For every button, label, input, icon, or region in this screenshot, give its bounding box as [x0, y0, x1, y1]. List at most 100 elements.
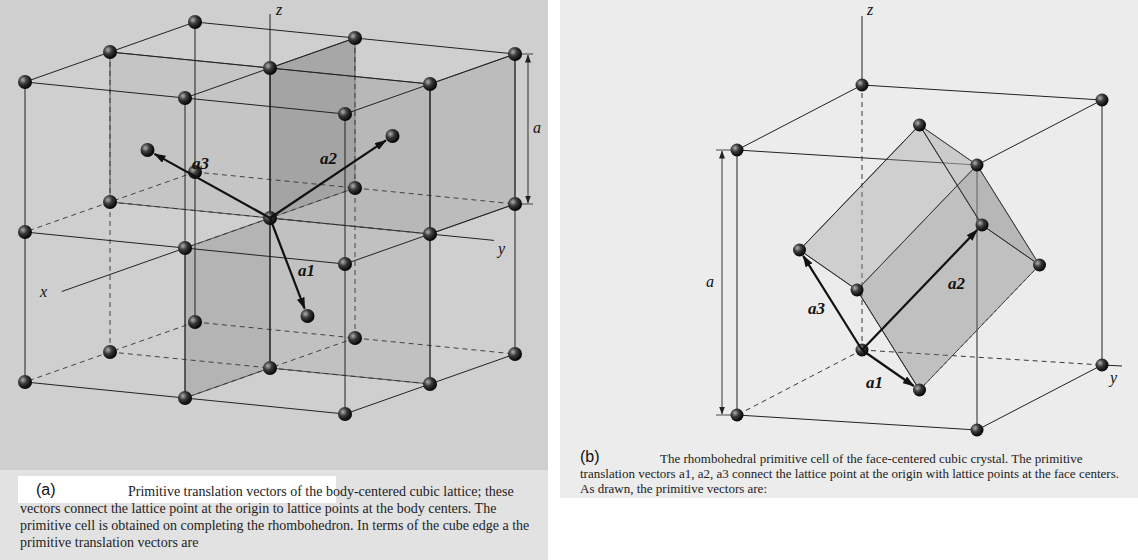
cube-edge — [110, 352, 270, 368]
figure-caption: The rhombohedral primitive cell of the f… — [580, 451, 1128, 496]
lattice-point — [338, 257, 352, 271]
panel-tag: (a) — [36, 482, 56, 498]
lattice-point — [263, 61, 277, 75]
cube-edge — [355, 38, 356, 188]
primitive-vector — [803, 256, 862, 350]
lattice-point — [338, 107, 352, 121]
cube-edge — [25, 232, 185, 248]
lattice-point — [178, 91, 192, 105]
figure-caption: Primitive translation vectors of the bod… — [20, 483, 540, 551]
cube-edge — [515, 54, 516, 204]
vector-label: a3 — [808, 300, 825, 317]
cube-edge — [110, 52, 270, 68]
cube-edge — [185, 248, 186, 398]
lattice-point — [348, 331, 362, 345]
caption-background — [0, 470, 548, 560]
lattice-point — [103, 45, 117, 59]
cube-edge — [430, 84, 431, 234]
vector-label: a1 — [866, 374, 883, 391]
cube-edge — [430, 54, 515, 84]
cube-edge — [195, 172, 355, 188]
cube-edge — [25, 82, 26, 232]
lattice-point — [423, 227, 437, 241]
extension-line — [716, 150, 733, 151]
cube-edge — [110, 52, 111, 202]
cube-edge — [270, 68, 271, 218]
cube-edge — [25, 202, 110, 232]
primitive-vector — [862, 230, 977, 350]
lattice-point — [1096, 94, 1109, 107]
cube-edge — [355, 38, 515, 54]
cube-edge — [195, 322, 355, 338]
z-axis — [270, 14, 271, 68]
lattice-point — [913, 119, 926, 132]
cube-edge — [185, 98, 345, 114]
axis-label: z — [276, 2, 282, 18]
cube-edge — [977, 365, 1102, 430]
shaded-plane — [270, 218, 430, 384]
lattice-point — [971, 159, 984, 172]
lattice-point — [386, 129, 400, 143]
lattice-point — [301, 309, 315, 323]
cube-edge — [355, 338, 515, 354]
cube-edge — [270, 38, 355, 68]
cube-edge — [185, 218, 270, 248]
cube-edge — [737, 350, 862, 415]
cell-edge — [920, 125, 983, 225]
lattice-point — [18, 375, 32, 389]
lattice-point — [178, 391, 192, 405]
cube-edge — [110, 22, 195, 52]
lattice-point — [508, 347, 522, 361]
lattice-point — [141, 143, 155, 157]
cube-edge — [270, 338, 355, 368]
cube-edge — [345, 114, 346, 264]
lattice-point — [348, 31, 362, 45]
cube-edge — [25, 232, 26, 382]
lattice-point — [263, 361, 277, 375]
cube-edge — [270, 188, 355, 218]
z-axis — [862, 16, 863, 85]
dimension-line — [528, 55, 529, 203]
lattice-point — [423, 377, 437, 391]
axis-label: z — [867, 2, 873, 18]
cell-edge — [800, 250, 858, 290]
x-axis — [62, 248, 185, 292]
axis-label: y — [1110, 370, 1117, 386]
axis-label: x — [40, 284, 47, 300]
cube-edge — [185, 248, 345, 264]
panel-background — [560, 0, 1138, 498]
lattice-point — [731, 144, 744, 157]
lattice-point — [731, 409, 744, 422]
shaded-plane — [270, 68, 430, 234]
cell-edge — [982, 225, 1040, 265]
lattice-point — [1033, 259, 1046, 272]
lattice-point — [188, 15, 202, 29]
lattice-point — [856, 79, 869, 92]
lattice-point — [793, 244, 806, 257]
lattice-point — [18, 75, 32, 89]
shaded-plane — [110, 52, 270, 218]
extension-line — [716, 415, 733, 416]
y-axis — [430, 234, 494, 240]
cube-edge — [345, 384, 430, 414]
cell-edge — [857, 290, 920, 390]
panel-background — [0, 0, 548, 560]
vector-label: a2 — [320, 150, 337, 167]
cube-edge — [110, 322, 195, 352]
cube-edge — [1102, 100, 1103, 365]
cube-edge — [977, 100, 1102, 165]
lattice-point — [423, 77, 437, 91]
cube-edge — [430, 234, 431, 384]
panel-tag: (b) — [580, 449, 600, 465]
cube-edge — [737, 85, 862, 150]
lattice-point — [508, 197, 522, 211]
cube-edge — [25, 52, 110, 82]
primitive-vector — [154, 154, 270, 218]
cube-edge — [110, 172, 195, 202]
lattice-point — [913, 384, 926, 397]
cube-edge — [270, 368, 430, 384]
cube-edge — [185, 368, 270, 398]
shaded-plane — [430, 54, 515, 234]
cube-edge — [185, 98, 186, 248]
lattice-point — [18, 225, 32, 239]
